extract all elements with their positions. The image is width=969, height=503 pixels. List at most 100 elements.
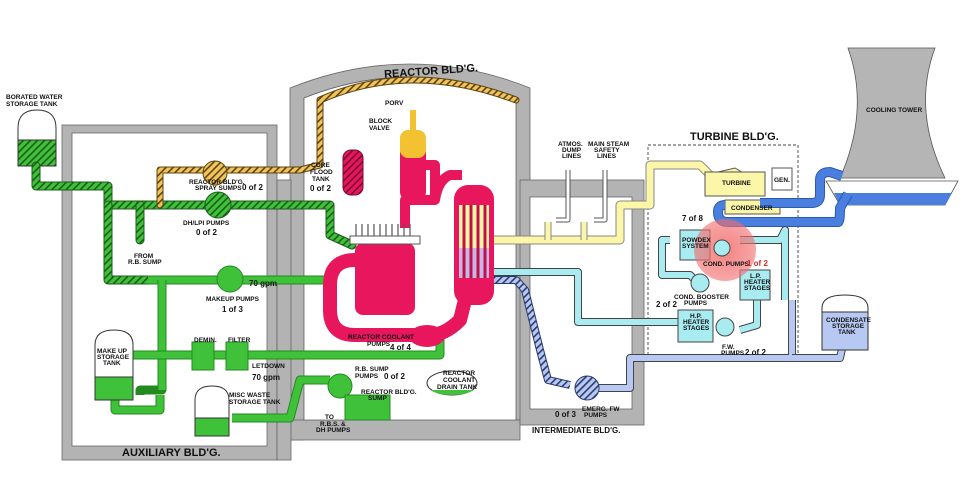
core-flood-tank[interactable] [342, 149, 364, 196]
label-labels-ms-safety-0: MAIN STEAM [588, 141, 629, 148]
label-labels-block-valve-0: BLOCK [369, 118, 392, 125]
turbine-building-label: TURBINE BLD'G. [690, 131, 779, 143]
reactor-coolant-pump[interactable] [409, 325, 445, 347]
label-labels-letdown-flow: 70 gpm [252, 373, 280, 382]
label-labels-rc-drain-2: DRAIN TANK [437, 384, 477, 391]
label-labels-cst-2: TANK [838, 329, 856, 336]
label-labels-rb-sump-count: 0 of 2 [384, 372, 405, 381]
label-labels-core-flood-2: TANK [312, 176, 330, 183]
label-labels-rb-sump-pumps-0: R.B. SUMP [355, 366, 389, 373]
label-labels-makeup-tank-2: TANK [103, 360, 121, 367]
label-labels-emerg-fw-count: 0 of 3 [555, 410, 576, 419]
turbine[interactable] [704, 167, 766, 197]
label-labels-demin: DEMIN. [194, 337, 217, 344]
misc-waste-storage-tank[interactable] [194, 385, 230, 437]
filter[interactable] [225, 341, 249, 371]
label-labels-fw-pumps-1: PUMPS [721, 350, 745, 357]
label-labels-spray-pumps-1: SPRAY SUMPS [195, 185, 242, 192]
label-labels-dhlpi-count: 0 of 2 [196, 228, 217, 237]
label-labels-core-flood-1: FLOOD [310, 169, 333, 176]
label-labels-to-rbs-0: TO [325, 414, 334, 421]
label-labels-cooling-tower: COOLING TOWER [866, 107, 923, 114]
eccs-piping [31, 76, 520, 285]
label-labels-misc-waste-1: STORAGE TANK [229, 399, 281, 406]
label-labels-makeup-flow: 70 gpm [249, 279, 277, 288]
label-labels-spray-pumps-count: 0 of 2 [242, 183, 263, 192]
condensate-storage-tank[interactable] [821, 294, 869, 351]
dhlpi-pump[interactable] [204, 191, 232, 219]
fw-pump[interactable] [715, 317, 735, 337]
borated-water-storage-tank[interactable] [17, 109, 57, 167]
pressurizer[interactable] [400, 110, 426, 200]
emergency-fw-pump[interactable] [574, 375, 600, 401]
label-labels-cond-booster-1: PUMPS [684, 300, 708, 307]
label-labels-rc-pumps-0: REACTOR COOLANT [348, 334, 414, 341]
main-steam-piping [494, 160, 714, 245]
label-labels-to-rbs-2: DH PUMPS [316, 427, 351, 434]
condensate-pump[interactable] [713, 239, 731, 257]
label-labels-makeup-count: 1 of 3 [222, 305, 243, 314]
label-labels-turbine: TURBINE [722, 180, 752, 187]
labels: REACTOR BLD'G. AUXILIARY BLD'G. TURBINE … [6, 62, 923, 459]
label-labels-dhlpi-pumps: DH/LPI PUMPS [183, 220, 230, 227]
label-labels-emerg-fw-0: EMERG. FW [582, 406, 620, 413]
feedwater-piping [494, 226, 789, 334]
label-labels-ms-safety-2: LINES [597, 153, 617, 160]
label-labels-from-rb-sump-1: R.B. SUMP [128, 259, 162, 266]
label-labels-from-rb-sump-0: FROM [134, 253, 153, 260]
label-labels-fw-pumps-count: 2 of 2 [745, 348, 766, 357]
label-labels-powdex-count: 7 of 8 [682, 214, 703, 223]
label-labels-lp-heater-2: STAGES [744, 285, 771, 292]
cond-pumps-label: COND. PUMPS [703, 261, 750, 268]
label-labels-core-flood-0: CORE [311, 162, 330, 169]
label-labels-rc-drain-1: COOLANT [443, 377, 475, 384]
makeup-pump[interactable] [216, 265, 244, 293]
label-labels-cond-booster-count: 2 of 2 [656, 300, 677, 309]
label-labels-fw-pumps-0: F.W. [722, 344, 735, 351]
label-labels-makeup-tank-0: MAKE UP [97, 348, 128, 355]
label-labels-makeup-tank-1: STORAGE [97, 354, 130, 361]
label-labels-emerg-fw-1: PUMPS [584, 412, 608, 419]
label-labels-hp-heater-2: STAGES [683, 325, 710, 332]
demineralizer[interactable] [191, 341, 215, 371]
reactor-vessel[interactable] [349, 224, 421, 315]
label-labels-atmos-dump-2: LINES [562, 153, 582, 160]
reactor-building-sump[interactable] [344, 394, 391, 421]
label-labels-rc-pumps-count: 4 of 4 [390, 343, 411, 352]
hp-heater-stages[interactable] [677, 309, 714, 343]
steam-generator[interactable] [454, 185, 494, 305]
makeup-storage-tank[interactable] [94, 329, 134, 401]
cond-booster-pump[interactable] [690, 273, 710, 293]
label-labels-powdex-0: POWDEX [682, 237, 712, 244]
label-labels-atmos-dump-0: ATMOS. [558, 141, 583, 148]
label-labels-block-valve-1: VALVE [369, 125, 390, 132]
label-labels-lp-heater-0: L.P. [750, 273, 761, 280]
label-labels-bwst-1: STORAGE TANK [6, 101, 58, 108]
rb-sump-pump[interactable] [327, 373, 353, 399]
label-labels-rc-drain-0: REACTOR [443, 370, 475, 377]
label-labels-rc-pumps-1: PUMPS [367, 341, 391, 348]
auxiliary-building-label: AUXILIARY BLD'G. [122, 447, 221, 459]
label-labels-makeup-pumps: MAKEUP PUMPS [206, 296, 260, 303]
label-labels-cst-1: STORAGE [832, 323, 865, 330]
cooling-tower[interactable] [825, 47, 959, 206]
label-labels-lp-heater-1: HEATER [744, 279, 771, 286]
label-labels-rb-sump-pumps-1: PUMPS [355, 373, 379, 380]
auxiliary-building [61, 124, 278, 461]
spray-pump[interactable] [202, 160, 228, 186]
label-labels-porv: PORV [385, 100, 404, 107]
label-labels-gen: GEN. [774, 177, 790, 184]
label-labels-core-flood-count: 0 of 2 [310, 184, 331, 193]
label-labels-filter: FILTER [228, 337, 251, 344]
wall-segment [276, 179, 292, 461]
lp-heater-stages[interactable] [739, 269, 771, 301]
label-labels-spray-pumps-0: REACTOR BLD'G. [189, 179, 245, 186]
label-labels-letdown: LETDOWN [252, 363, 285, 370]
generator[interactable] [771, 167, 793, 191]
intermediate-building-label: INTERMEDIATE BLD'G. [532, 426, 620, 435]
label-labels-cond-booster-0: COND. BOOSTER [674, 294, 729, 301]
condensate-piping [494, 276, 849, 392]
label-labels-powdex-1: SYSTEM [682, 243, 709, 250]
label-labels-misc-waste-0: MISC WASTE [229, 392, 271, 399]
